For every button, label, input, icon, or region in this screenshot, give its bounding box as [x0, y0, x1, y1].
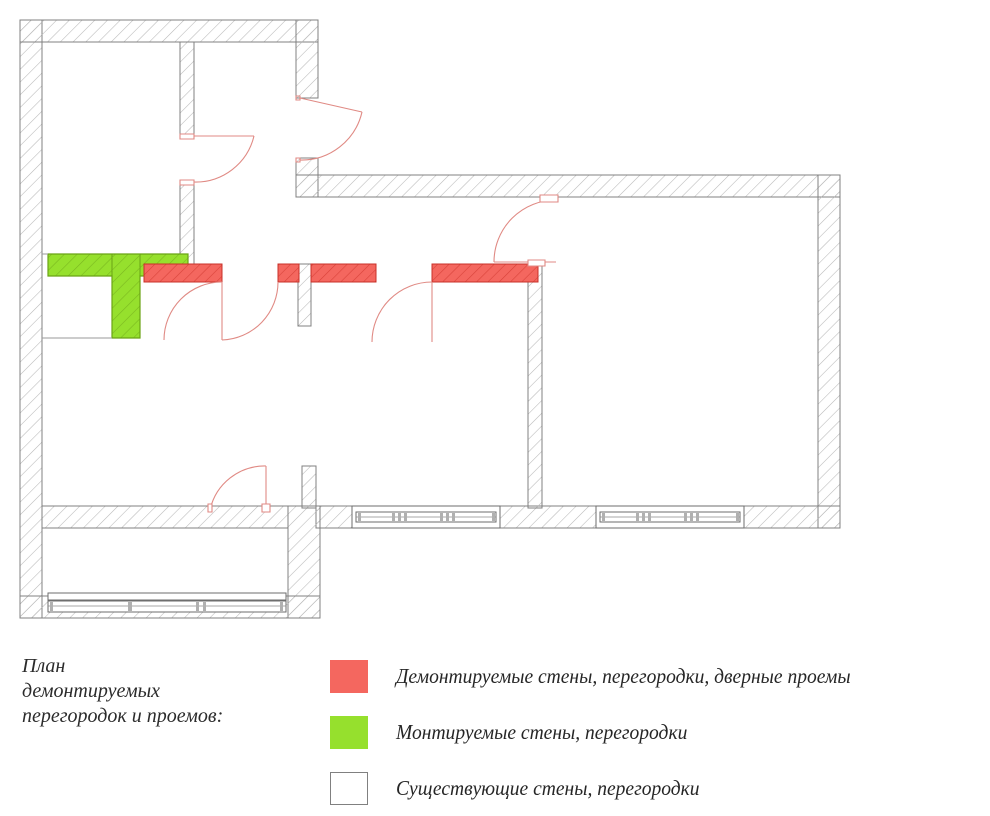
windows-group [47, 505, 745, 613]
door-bottom-room [207, 465, 271, 513]
demolished-wall-left-segment [143, 263, 223, 283]
outer-wall-top [19, 19, 319, 43]
floor-plan-drawing [19, 19, 841, 619]
legend-label-demolished: Демонтируемые стены, перегородки, дверны… [396, 663, 851, 688]
door-upper-partition [179, 133, 255, 186]
partition-vertical-top [179, 41, 195, 137]
demolished-wall-mid-left [277, 263, 300, 283]
outer-wall-right [817, 174, 841, 529]
new-wall-vertical-hatch [112, 254, 140, 338]
plan-title: План демонтируемых перегородок и проемов… [22, 654, 312, 729]
demolished-walls-group [143, 263, 539, 283]
door-center-left [163, 281, 279, 341]
plan-title-line-2: демонтируемых [22, 680, 161, 702]
partition-vertical-mid [179, 181, 195, 265]
doors-group [163, 95, 559, 513]
outer-wall-upper-right-vertical [295, 19, 319, 99]
door-center-right [371, 281, 433, 343]
partition-vertical-right [527, 263, 543, 509]
window-balcony-bottom [47, 592, 287, 613]
window-bottom-left [351, 505, 501, 529]
door-right-room [493, 194, 559, 267]
plan-title-line-1: План [22, 655, 66, 677]
legend: План демонтируемых перегородок и проемов… [0, 640, 990, 814]
legend-swatch-new [330, 715, 368, 749]
outer-wall-left [19, 19, 43, 619]
legend-label-new: Монтируемые стены, перегородки [396, 719, 688, 744]
legend-item-demolished: Демонтируемые стены, перегородки, дверны… [330, 648, 885, 704]
demolished-wall-mid-right [310, 263, 377, 283]
plan-title-line-3: перегородок и проемов: [22, 705, 224, 727]
window-bottom-right [595, 505, 745, 529]
interior-wall-balcony-top [41, 505, 289, 529]
legend-item-existing: Существующие стены, перегородки [330, 760, 885, 816]
legend-item-new: Монтируемые стены, перегородки [330, 704, 885, 760]
stub-wall-bottom-center [301, 465, 317, 509]
demolished-wall-right-segment [431, 263, 539, 283]
legend-rows: Демонтируемые стены, перегородки, дверны… [330, 648, 885, 816]
legend-swatch-demolished [330, 659, 368, 693]
legend-label-existing: Существующие стены, перегородки [396, 775, 700, 800]
door-top-entry [295, 95, 363, 163]
room-outline-group [42, 253, 112, 339]
legend-swatch-existing [330, 771, 368, 805]
new-wall-outline [47, 253, 189, 339]
stub-wall-center [297, 263, 312, 327]
outer-wall-middle-horizontal [295, 174, 841, 198]
